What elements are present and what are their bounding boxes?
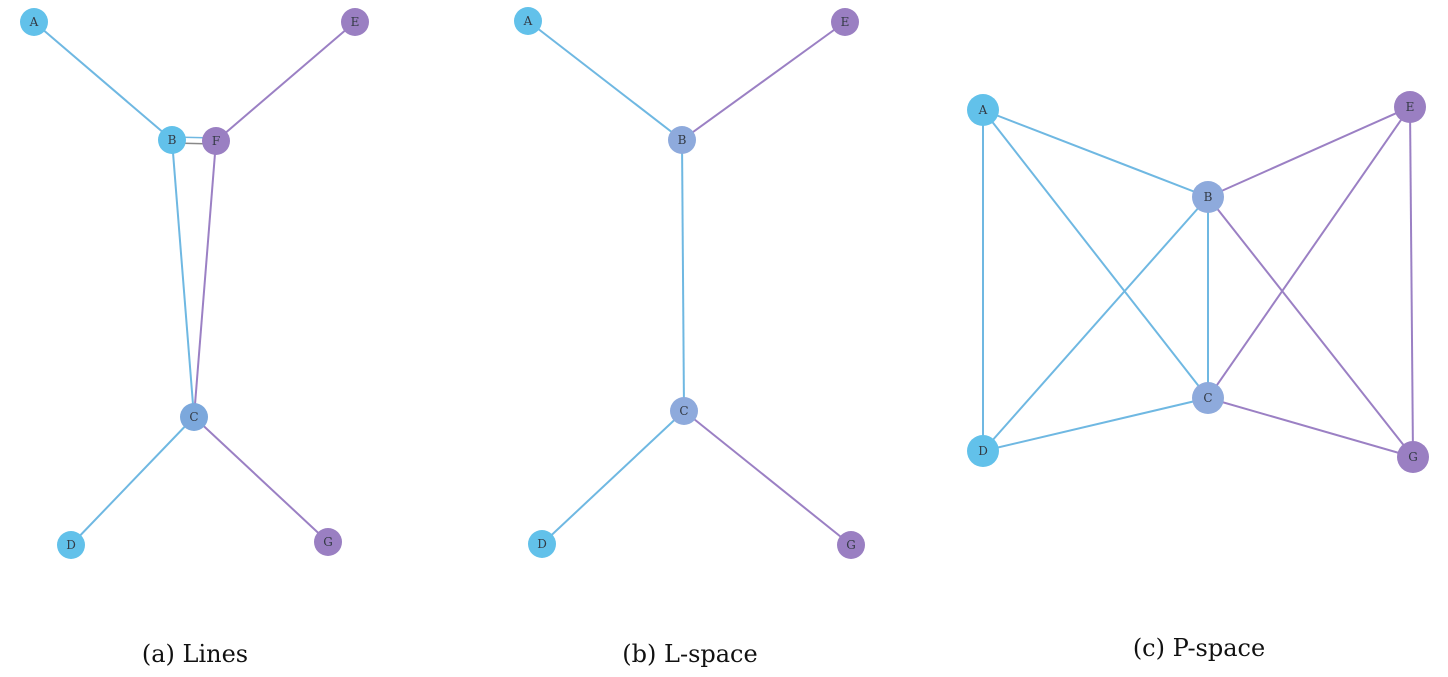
edge-E-G — [1409, 106, 1414, 458]
edge-B-D — [982, 196, 1209, 452]
node-label: E — [841, 15, 850, 29]
node-D: D — [57, 531, 85, 559]
node-D: D — [528, 530, 556, 558]
node-circle — [831, 8, 859, 36]
node-label: G — [1408, 450, 1418, 464]
edge-A-B — [982, 109, 1209, 198]
node-circle — [528, 530, 556, 558]
node-A: A — [20, 8, 48, 36]
node-circle — [514, 7, 542, 35]
node-label: D — [978, 444, 988, 458]
node-label: D — [537, 537, 547, 551]
node-circle — [1192, 382, 1224, 414]
edge-A-C — [982, 109, 1209, 399]
panel-p-space: A E B C D G (c) P-space — [967, 91, 1429, 662]
node-circle — [837, 531, 865, 559]
node-C: C — [180, 403, 208, 431]
node-label: B — [168, 133, 177, 147]
node-A: A — [514, 7, 542, 35]
edge-E-B — [1207, 106, 1411, 198]
edge-C-G — [1207, 397, 1414, 458]
edge-F-E — [215, 21, 356, 142]
node-C: C — [1192, 382, 1224, 414]
node-circle — [1394, 91, 1426, 123]
node-label: G — [846, 538, 856, 552]
panel-l-space: A E B C D G (b) L-space — [514, 7, 865, 668]
node-label: F — [212, 134, 220, 148]
edge-A-B — [527, 20, 683, 141]
node-circle — [1192, 181, 1224, 213]
edge-C-D — [541, 410, 685, 545]
node-circle — [20, 8, 48, 36]
node-label: C — [189, 410, 198, 424]
node-circle — [668, 126, 696, 154]
edge-F-C — [193, 140, 217, 418]
node-F: F — [202, 127, 230, 155]
node-circle — [967, 94, 999, 126]
node-circle — [57, 531, 85, 559]
edge-C-G — [193, 416, 329, 543]
node-label: D — [66, 538, 76, 552]
node-A: A — [967, 94, 999, 126]
node-E: E — [341, 8, 369, 36]
edge-B-C — [171, 139, 195, 418]
node-C: C — [670, 397, 698, 425]
node-label: G — [323, 535, 333, 549]
node-B: B — [158, 126, 186, 154]
node-G: G — [837, 531, 865, 559]
node-circle — [158, 126, 186, 154]
node-circle — [1397, 441, 1429, 473]
edge-A-B — [33, 21, 173, 141]
edge-E-B — [681, 21, 846, 141]
node-label: C — [679, 404, 688, 418]
node-B: B — [1192, 181, 1224, 213]
node-label: E — [351, 15, 360, 29]
node-label: B — [678, 133, 687, 147]
node-B: B — [668, 126, 696, 154]
caption-p-space: (c) P-space — [1133, 634, 1265, 662]
node-G: G — [314, 528, 342, 556]
node-label: C — [1203, 391, 1212, 405]
node-G: G — [1397, 441, 1429, 473]
node-label: B — [1204, 190, 1213, 204]
panel-lines: A B F E C D G (a) Lines — [20, 8, 369, 668]
node-circle — [670, 397, 698, 425]
node-circle — [202, 127, 230, 155]
node-circle — [314, 528, 342, 556]
caption-lines: (a) Lines — [142, 640, 248, 668]
caption-l-space: (b) L-space — [622, 640, 757, 668]
edge-C-D — [982, 397, 1209, 452]
node-label: E — [1406, 100, 1415, 114]
edge-C-G — [683, 410, 852, 546]
node-circle — [180, 403, 208, 431]
node-label: A — [29, 15, 39, 29]
node-label: A — [523, 14, 533, 28]
edge-B-C — [681, 139, 685, 412]
edge-E-C — [1207, 106, 1411, 399]
node-circle — [341, 8, 369, 36]
node-E: E — [1394, 91, 1426, 123]
node-D: D — [967, 435, 999, 467]
node-circle — [967, 435, 999, 467]
node-E: E — [831, 8, 859, 36]
edge-C-D — [70, 416, 195, 546]
edge-B-G — [1207, 196, 1414, 458]
node-label: A — [978, 103, 988, 117]
